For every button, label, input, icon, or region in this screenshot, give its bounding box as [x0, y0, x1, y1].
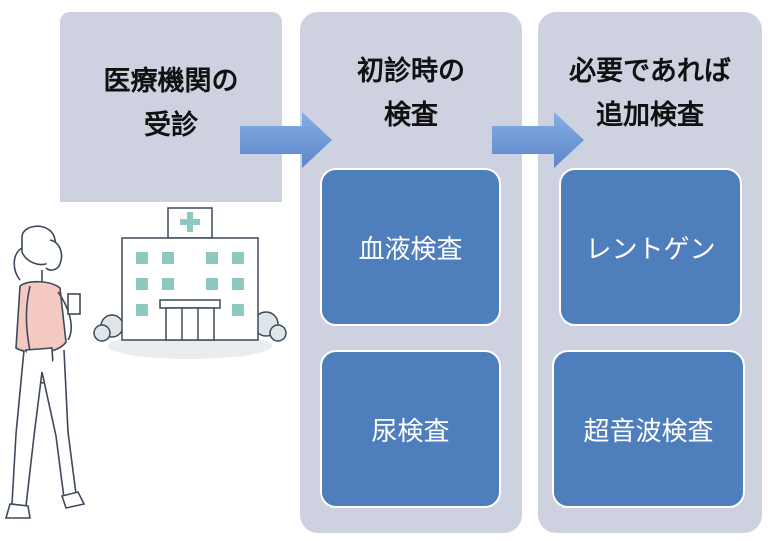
stage-panel-consultation: 医療機関の 受診	[60, 12, 282, 202]
stage-title: 医療機関の 受診	[60, 60, 282, 148]
stage-title-line: 初診時の	[357, 56, 465, 87]
stage-title-line: 受診	[144, 110, 198, 141]
stage-title-line: 追加検査	[596, 100, 704, 131]
stage-title-line: 必要であれば	[569, 56, 731, 87]
stage-title: 必要であれば 追加検査	[538, 50, 762, 138]
test-box-blood: 血液検査	[320, 168, 501, 326]
stage-title-line: 検査	[384, 100, 438, 131]
arrow-right-icon	[492, 112, 584, 168]
stage-title-line: 医療機関の	[103, 66, 239, 97]
test-box-urine: 尿検査	[320, 350, 501, 508]
test-box-ultrasound: 超音波検査	[552, 350, 745, 508]
stage-title: 初診時の 検査	[300, 50, 522, 138]
arrow-right-icon	[240, 112, 332, 168]
test-box-xray: レントゲン	[559, 168, 742, 326]
hospital-icon	[93, 207, 287, 359]
woman-walking-icon	[4, 225, 86, 519]
